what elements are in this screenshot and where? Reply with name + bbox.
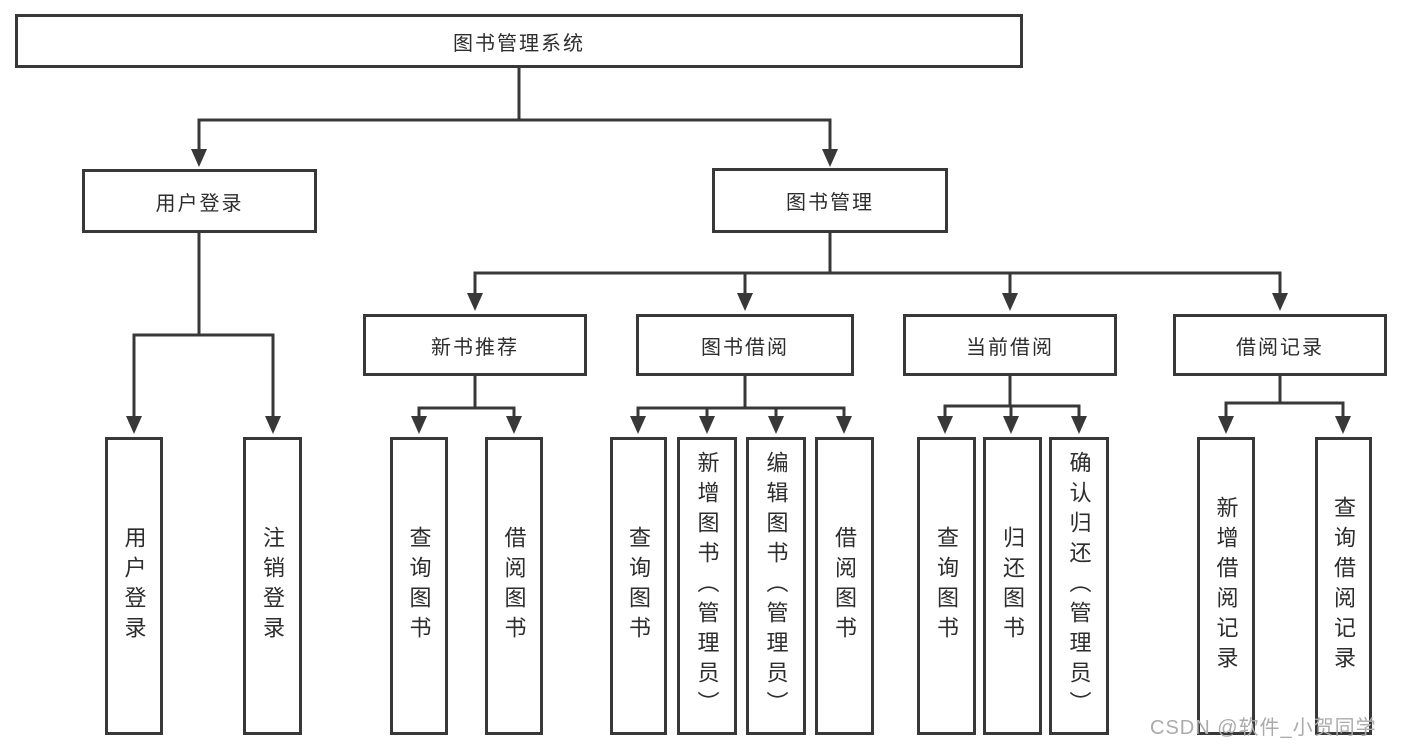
leaf-borrow-books-recommend-label: 借阅图书 <box>501 526 527 646</box>
csdn-watermark: CSDN @软件_小贺同学 <box>1150 717 1377 739</box>
leaf-logout: 注销登录 <box>243 437 302 735</box>
leaf-edit-books-admin-label: 编辑图书（管理员） <box>763 451 789 721</box>
node-book-borrowing: 图书借阅 <box>636 314 854 376</box>
node-book-management: 图书管理 <box>712 168 948 233</box>
leaf-borrow-books-recommend: 借阅图书 <box>485 437 543 735</box>
leaf-add-books-admin: 新增图书（管理员） <box>677 437 737 735</box>
leaf-logout-label: 注销登录 <box>260 526 286 646</box>
leaf-edit-books-admin: 编辑图书（管理员） <box>746 437 806 735</box>
leaf-add-books-admin-label: 新增图书（管理员） <box>694 451 720 721</box>
leaf-return-books: 归还图书 <box>983 437 1042 735</box>
leaf-query-books-recommend: 查询图书 <box>390 437 448 735</box>
leaf-query-books-current-label: 查询图书 <box>934 526 960 646</box>
node-user-login: 用户登录 <box>82 169 317 233</box>
node-current-borrowing: 当前借阅 <box>903 314 1117 376</box>
arrowheads <box>126 149 1351 434</box>
leaf-query-books-recommend-label: 查询图书 <box>406 526 432 646</box>
node-library-management-system: 图书管理系统 <box>15 14 1023 68</box>
leaf-query-books-current: 查询图书 <box>917 437 976 735</box>
leaf-query-books-borrowing: 查询图书 <box>610 437 667 735</box>
node-new-book-recommendation: 新书推荐 <box>363 314 587 376</box>
leaf-add-borrow-record: 新增借阅记录 <box>1197 437 1255 735</box>
leaf-confirm-return-admin-label: 确认归还（管理员） <box>1066 451 1092 721</box>
node-borrowing-records: 借阅记录 <box>1173 314 1387 376</box>
leaf-add-borrow-record-label: 新增借阅记录 <box>1213 496 1239 676</box>
leaf-borrow-books: 借阅图书 <box>815 437 874 735</box>
leaf-query-borrow-record-label: 查询借阅记录 <box>1331 496 1357 676</box>
leaf-borrow-books-label: 借阅图书 <box>832 526 858 646</box>
leaf-query-books-borrowing-label: 查询图书 <box>626 526 652 646</box>
leaf-query-borrow-record: 查询借阅记录 <box>1315 437 1372 735</box>
leaf-user-login-label: 用户登录 <box>121 526 147 646</box>
leaf-confirm-return-admin: 确认归还（管理员） <box>1049 437 1109 735</box>
connector-stems <box>132 66 1345 420</box>
leaf-return-books-label: 归还图书 <box>1000 526 1026 646</box>
leaf-user-login: 用户登录 <box>105 437 163 735</box>
